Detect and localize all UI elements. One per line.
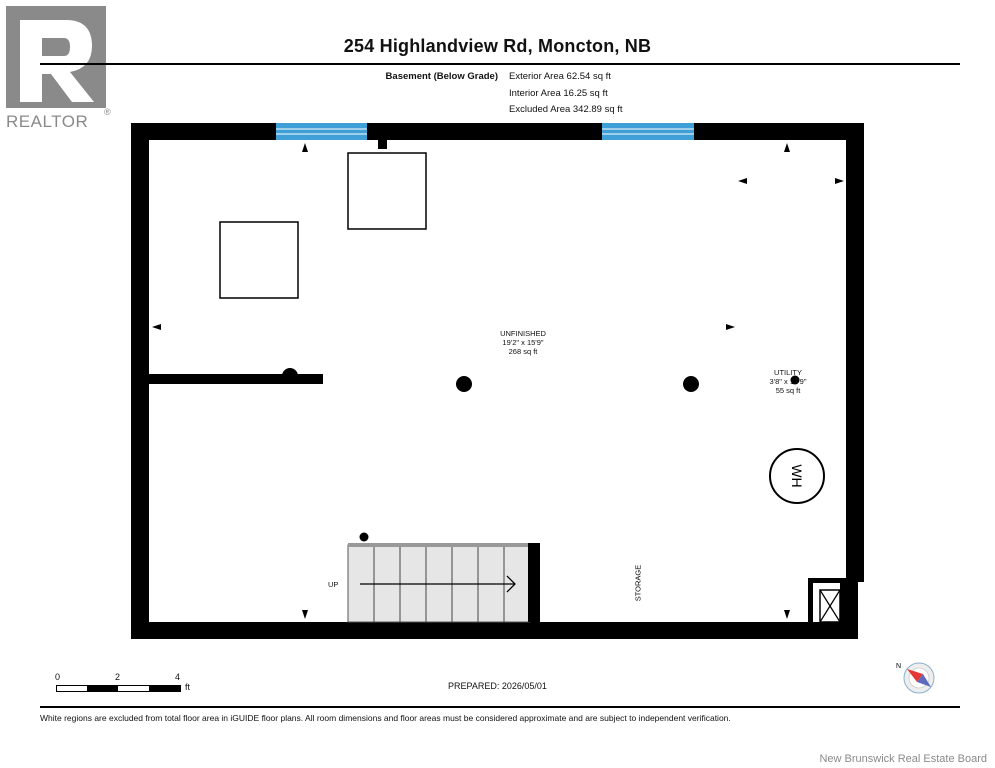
exterior-area: Exterior Area 62.54 sq ft xyxy=(509,71,611,82)
window-right xyxy=(602,123,694,140)
room-utility-dims: 3'8" x 14'9" xyxy=(769,377,807,386)
wall-bottom xyxy=(131,622,858,639)
square-fixture-left xyxy=(219,221,299,299)
disclaimer-text: White regions are excluded from total fl… xyxy=(40,713,731,723)
room-utility: UTILITY 3'8" x 14'9" 55 sq ft xyxy=(748,368,828,395)
post-wall xyxy=(282,368,298,384)
wall-top xyxy=(131,123,864,140)
board-credit: New Brunswick Real Estate Board xyxy=(819,753,987,765)
window-left xyxy=(276,123,367,140)
square-fixture-top xyxy=(347,152,427,230)
marker-left xyxy=(152,324,161,330)
excluded-area: Excluded Area 342.89 sq ft xyxy=(509,104,623,115)
property-address-title: 254 Highlandview Rd, Moncton, NB xyxy=(343,36,652,56)
support-posts xyxy=(282,368,800,542)
marker-utility-right xyxy=(835,178,844,184)
prepared-date: PREPARED: 2026/05/01 xyxy=(448,681,547,691)
stair-arrowhead xyxy=(506,575,516,593)
floor-label: Basement (Below Grade) xyxy=(385,71,498,82)
wall-right-lower xyxy=(840,578,858,639)
scale-label-2: 2 xyxy=(115,672,121,682)
storage-label: STORAGE xyxy=(634,565,643,602)
chase-x-2 xyxy=(819,589,841,623)
vent-block xyxy=(378,140,387,149)
marker-bottom-right xyxy=(784,610,790,619)
post-right xyxy=(683,376,699,392)
room-unfinished-name: UNFINISHED xyxy=(500,329,546,338)
scale-label-0: 0 xyxy=(55,672,61,682)
wall-corner-step xyxy=(808,578,848,583)
windows xyxy=(276,123,694,140)
room-unfinished-area: 268 sq ft xyxy=(508,347,538,356)
registered-mark: ® xyxy=(104,107,111,117)
measurement-markers xyxy=(152,143,844,619)
scale-segment-1 xyxy=(87,686,118,691)
realtor-r-logo-icon xyxy=(6,6,106,108)
compass-north-label: N xyxy=(896,663,901,670)
footer-divider xyxy=(40,706,960,708)
marker-top-left xyxy=(302,143,308,152)
chase-box xyxy=(819,589,841,623)
marker-utility-left xyxy=(738,178,747,184)
marker-bottom-left xyxy=(302,610,308,619)
room-unfinished: UNFINISHED 19'2" x 15'9" 268 sq ft xyxy=(470,329,576,356)
scale-label-4: 4 xyxy=(175,672,181,682)
wall-left xyxy=(131,123,149,639)
room-utility-name: UTILITY xyxy=(774,368,802,377)
stairs-wall xyxy=(528,543,540,622)
room-unfinished-dims: 19'2" x 15'9" xyxy=(502,338,544,347)
scale-segment-2 xyxy=(149,686,180,691)
interior-wall xyxy=(149,374,323,384)
water-heater-label: WH xyxy=(789,464,805,487)
marker-center-right xyxy=(726,324,735,330)
scale-bar-frame xyxy=(56,685,181,692)
water-heater: WH xyxy=(769,448,825,504)
scale-bar: 0 2 4 ft xyxy=(55,672,195,696)
utility-post xyxy=(790,375,800,385)
interior-area: Interior Area 16.25 sq ft xyxy=(509,88,608,99)
wall-chase-left xyxy=(808,578,813,628)
water-heater-circle xyxy=(769,448,825,504)
stairs xyxy=(347,543,540,623)
post-center xyxy=(456,376,472,392)
realtor-wordmark: REALTOR xyxy=(6,112,89,131)
stairs-up-label: UP xyxy=(328,580,339,589)
marker-top-right xyxy=(784,143,790,152)
stair-post xyxy=(359,532,369,542)
room-utility-area: 55 sq ft xyxy=(775,386,801,395)
wall-right-upper xyxy=(846,123,864,582)
header-divider xyxy=(40,63,960,65)
stairs-edge xyxy=(348,543,530,547)
scale-unit: ft xyxy=(185,682,191,692)
compass-icon: N xyxy=(896,662,935,694)
